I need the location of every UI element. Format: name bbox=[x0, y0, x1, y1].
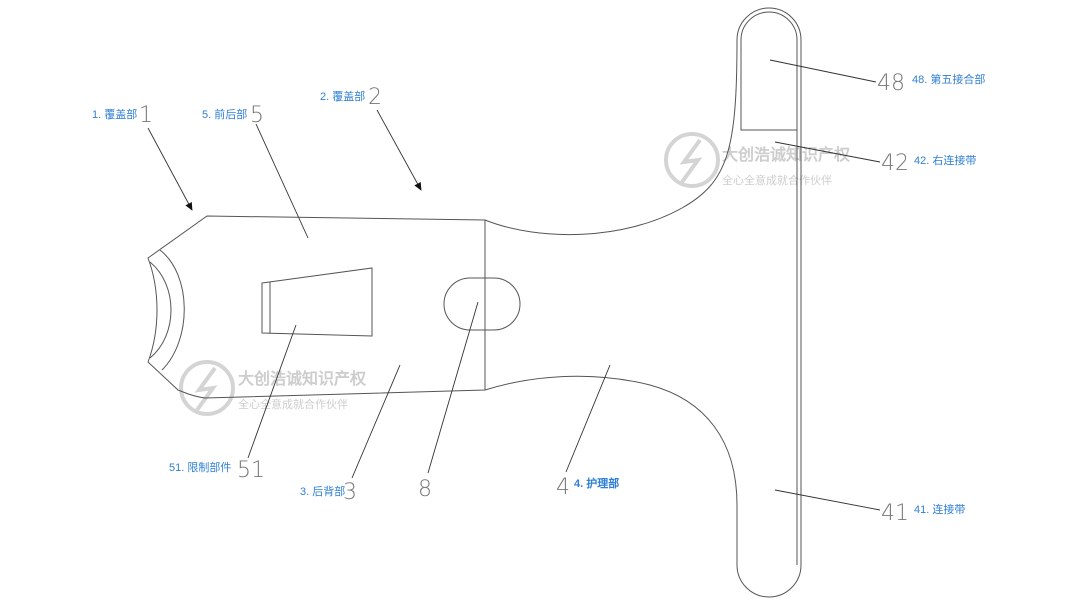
slot-8 bbox=[443, 277, 521, 331]
svg-text:4. 护理部: 4. 护理部 bbox=[574, 476, 619, 490]
svg-text:48. 第五接合部: 48. 第五接合部 bbox=[912, 72, 985, 86]
callout-48: 48 48. 第五接合部 bbox=[877, 71, 985, 96]
restriction-member-51 bbox=[261, 267, 373, 337]
watermark-top: 大创浩诚知识产权 全心全意成就合作伙伴 bbox=[664, 132, 851, 188]
cover-inner-arc-2 bbox=[149, 261, 172, 359]
svg-text:1. 覆盖部: 1. 覆盖部 bbox=[92, 107, 137, 121]
callout-41: 41 41. 连接带 bbox=[881, 501, 965, 526]
svg-text:41. 连接带: 41. 连接带 bbox=[914, 503, 965, 516]
leader-lines bbox=[147, 59, 881, 511]
svg-text:3: 3 bbox=[343, 480, 357, 505]
svg-text:48: 48 bbox=[877, 71, 905, 96]
svg-text:8: 8 bbox=[418, 477, 432, 502]
watermark-slogan: 全心全意成就合作伙伴 bbox=[722, 173, 832, 187]
svg-text:5. 前后部: 5. 前后部 bbox=[202, 107, 247, 121]
svg-text:42: 42 bbox=[881, 151, 909, 176]
svg-text:42. 右连接带: 42. 右连接带 bbox=[914, 153, 976, 167]
callout-5: 5. 前后部 5 bbox=[202, 103, 264, 128]
callout-4: 4 4. 护理部 bbox=[556, 475, 619, 500]
device-outline bbox=[147, 7, 802, 598]
watermark-bottom: 大创浩诚知识产权 全心全意成就合作伙伴 bbox=[179, 360, 367, 416]
svg-text:3. 后背部: 3. 后背部 bbox=[300, 484, 345, 498]
callout-3: 3. 后背部 3 bbox=[300, 480, 357, 505]
watermark-slogan: 全心全意成就合作伙伴 bbox=[238, 397, 348, 411]
fifth-joint-48 bbox=[740, 11, 798, 131]
callout-1: 1. 覆盖部 1 bbox=[92, 103, 153, 128]
svg-text:4: 4 bbox=[556, 475, 570, 500]
svg-text:41: 41 bbox=[881, 501, 909, 526]
svg-text:2. 覆盖部: 2. 覆盖部 bbox=[320, 89, 365, 103]
cover-inner-arc-1 bbox=[159, 249, 185, 371]
watermark-title: 大创浩诚知识产权 bbox=[722, 145, 851, 164]
svg-text:2: 2 bbox=[368, 85, 382, 110]
callout-42: 42 42. 右连接带 bbox=[881, 151, 976, 176]
body-outline bbox=[147, 7, 802, 598]
svg-text:1: 1 bbox=[139, 103, 153, 128]
svg-text:5: 5 bbox=[250, 103, 264, 128]
svg-text:51: 51 bbox=[237, 458, 265, 483]
callout-8: 8 bbox=[418, 477, 432, 502]
callout-51: 51. 限制部件 51 bbox=[169, 458, 265, 483]
svg-text:51. 限制部件: 51. 限制部件 bbox=[169, 460, 231, 474]
callout-2: 2. 覆盖部 2 bbox=[320, 85, 382, 110]
watermark-title: 大创浩诚知识产权 bbox=[238, 369, 367, 388]
